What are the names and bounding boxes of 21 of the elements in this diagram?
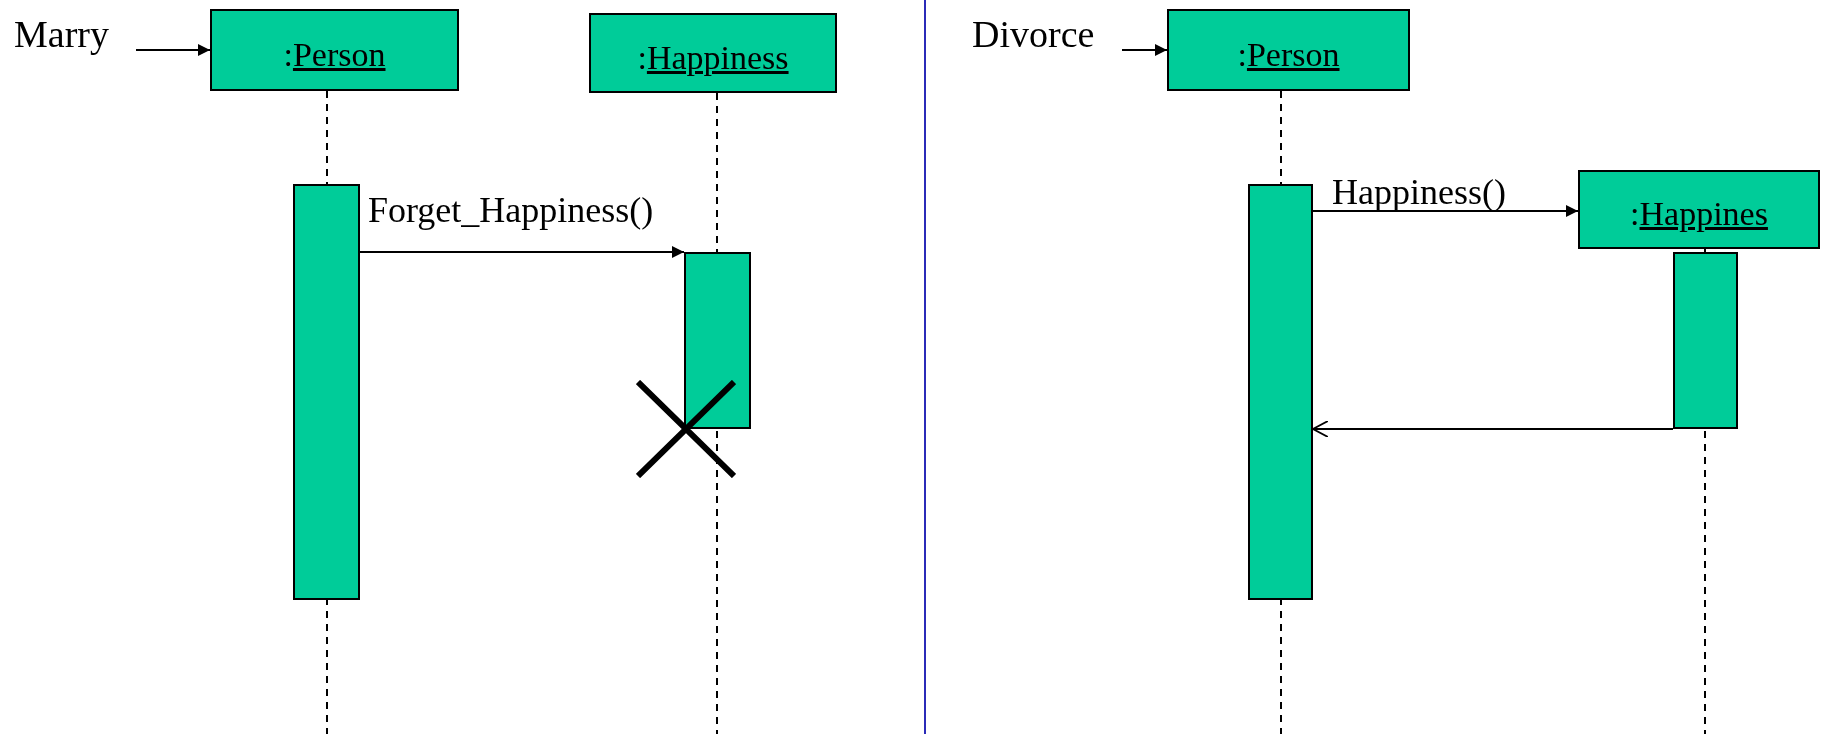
- message-arrow: [135, 44, 211, 56]
- object-name: :Person: [1237, 34, 1340, 75]
- object-name: :Happiness: [637, 37, 789, 78]
- message-name: Divorce: [972, 12, 1122, 56]
- activation-bar: [293, 184, 360, 600]
- object-name: :Happines: [1630, 194, 1768, 234]
- object-box: [589, 13, 837, 93]
- activation-bar: [684, 252, 751, 429]
- object-box: [1167, 9, 1410, 91]
- activation-bar: [1248, 184, 1313, 600]
- message-label: Forget_Happiness(): [368, 190, 654, 230]
- message-arrow: [1312, 420, 1674, 438]
- message-name: Marry: [14, 12, 136, 56]
- message-arrow: [1121, 44, 1168, 56]
- activation-bar: [1673, 252, 1738, 429]
- message-arrow: [359, 246, 685, 258]
- object-name: :Person: [283, 34, 386, 75]
- message-label: Happiness(): [1332, 172, 1506, 212]
- object-box: [1578, 170, 1820, 249]
- message-arrow: [1312, 205, 1579, 217]
- object-box: [210, 9, 459, 91]
